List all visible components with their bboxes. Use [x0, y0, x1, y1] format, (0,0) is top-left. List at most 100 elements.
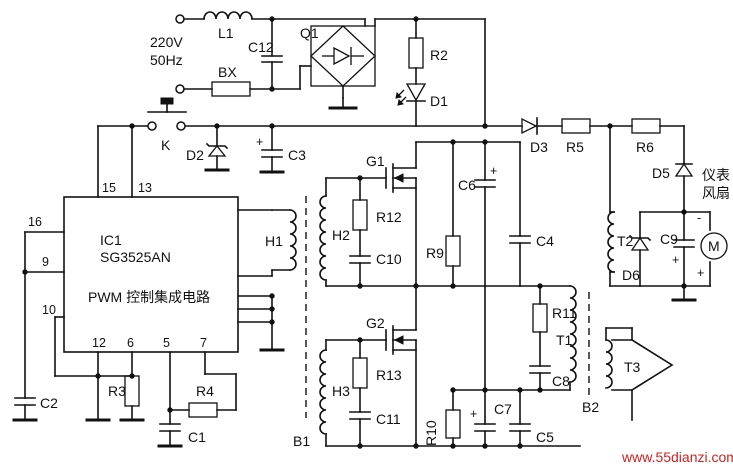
ground-symbol [328, 97, 358, 110]
d5-diode [674, 162, 694, 213]
c2-label: C2 [40, 395, 58, 411]
l1-label: L1 [218, 25, 234, 41]
d3-diode [521, 117, 538, 135]
bx-fuse [211, 81, 251, 97]
h2-coil [319, 195, 327, 281]
c1-label: C1 [188, 429, 206, 445]
motor-label: M [708, 238, 720, 254]
t1-label: T1 [556, 332, 573, 348]
l1-inductor [203, 11, 253, 20]
ic1-block [63, 196, 239, 353]
pin-12: 12 [92, 336, 106, 350]
ic1-part: SG3525AN [100, 249, 171, 265]
g1-label: G1 [366, 153, 385, 169]
pin-9: 9 [42, 255, 49, 269]
c7-label: C7 [494, 401, 512, 417]
c12-capacitor [261, 16, 283, 92]
d2-zener-diode [204, 123, 230, 172]
pin-15: 15 [102, 181, 116, 195]
d6-label: D6 [622, 267, 640, 283]
r10-resistor [445, 409, 461, 439]
c3-capacitor [259, 123, 285, 174]
d1-led [395, 83, 427, 127]
r6-resistor [631, 118, 661, 134]
q1-bridge-rectifier [299, 18, 376, 99]
h3-label: H3 [332, 383, 350, 399]
h1-coil [289, 209, 297, 271]
c6-capacitor [474, 123, 496, 391]
pin-13: 13 [138, 181, 152, 195]
c9-label: C9 [660, 231, 678, 247]
pin-7: 7 [200, 336, 207, 350]
r12-label: R12 [376, 209, 402, 225]
q1-label: Q1 [300, 25, 319, 41]
c2-capacitor [12, 271, 38, 422]
ac-voltage-label: 220V [150, 34, 183, 50]
t3-label: T3 [624, 359, 641, 375]
g2-mosfet [385, 285, 417, 447]
h1-label: H1 [265, 233, 283, 249]
r12-resistor [352, 199, 368, 231]
d2-label: D2 [186, 147, 204, 163]
r2-resistor [408, 18, 424, 85]
h2-label: H2 [332, 227, 350, 243]
k-switch[interactable] [147, 97, 187, 131]
r13-resistor [352, 357, 368, 389]
meter-fan-label-2: 风扇 [702, 185, 730, 201]
c4-label: C4 [536, 233, 554, 249]
c6-plus: + [490, 164, 497, 178]
r3-label: R3 [108, 383, 126, 399]
t1-transformer [569, 285, 577, 383]
pin-16: 16 [28, 215, 42, 229]
c4-capacitor [484, 141, 531, 287]
r10-label: R10 [423, 420, 439, 446]
g2-label: G2 [366, 315, 385, 331]
motor-minus: - [697, 211, 701, 225]
ac-frequency-label: 50Hz [150, 52, 183, 68]
b1-label: B1 [293, 433, 310, 449]
r5-resistor [561, 118, 591, 134]
bx-label: BX [218, 64, 237, 80]
c7-capacitor [474, 389, 496, 447]
r11-resistor [532, 303, 548, 333]
t2-transformer [607, 211, 615, 273]
k-label: K [161, 137, 171, 153]
c10-label: C10 [376, 251, 402, 267]
fan-motor [700, 211, 728, 287]
c5-capacitor [509, 389, 531, 447]
c7-plus: + [470, 407, 477, 421]
r4-label: R4 [196, 383, 214, 399]
c6-label: C6 [458, 177, 476, 193]
watermark: www.55dianzi.com [621, 449, 733, 465]
d1-label: D1 [430, 93, 448, 109]
pin-10: 10 [42, 303, 56, 317]
ac-input-terminals [175, 11, 366, 97]
d6-zener-diode [628, 211, 652, 287]
r11-label: R11 [552, 305, 577, 321]
ic1-description: PWM 控制集成电路 [88, 289, 210, 305]
motor-plus: + [697, 266, 704, 280]
c3-plus: + [256, 135, 263, 149]
d3-label: D3 [530, 139, 548, 155]
r9-resistor [445, 235, 461, 267]
r9-label: R9 [426, 245, 444, 261]
meter-fan-label-1: 仪表 [702, 167, 730, 183]
r6-label: R6 [636, 139, 654, 155]
t2-label: T2 [617, 233, 634, 249]
d5-label: D5 [652, 165, 670, 181]
c9-plus: + [672, 253, 679, 267]
r2-label: R2 [430, 47, 448, 63]
r3-resistor [124, 375, 140, 407]
c11-label: C11 [376, 411, 401, 427]
c8-label: C8 [552, 373, 570, 389]
pin-6: 6 [127, 336, 134, 350]
ic1-ref: IC1 [100, 232, 122, 248]
c9-capacitor [673, 211, 695, 287]
c3-label: C3 [288, 147, 306, 163]
t3-transformer [605, 339, 613, 389]
c5-label: C5 [536, 429, 554, 445]
r4-resistor [188, 402, 218, 418]
g1-mosfet [385, 141, 417, 287]
